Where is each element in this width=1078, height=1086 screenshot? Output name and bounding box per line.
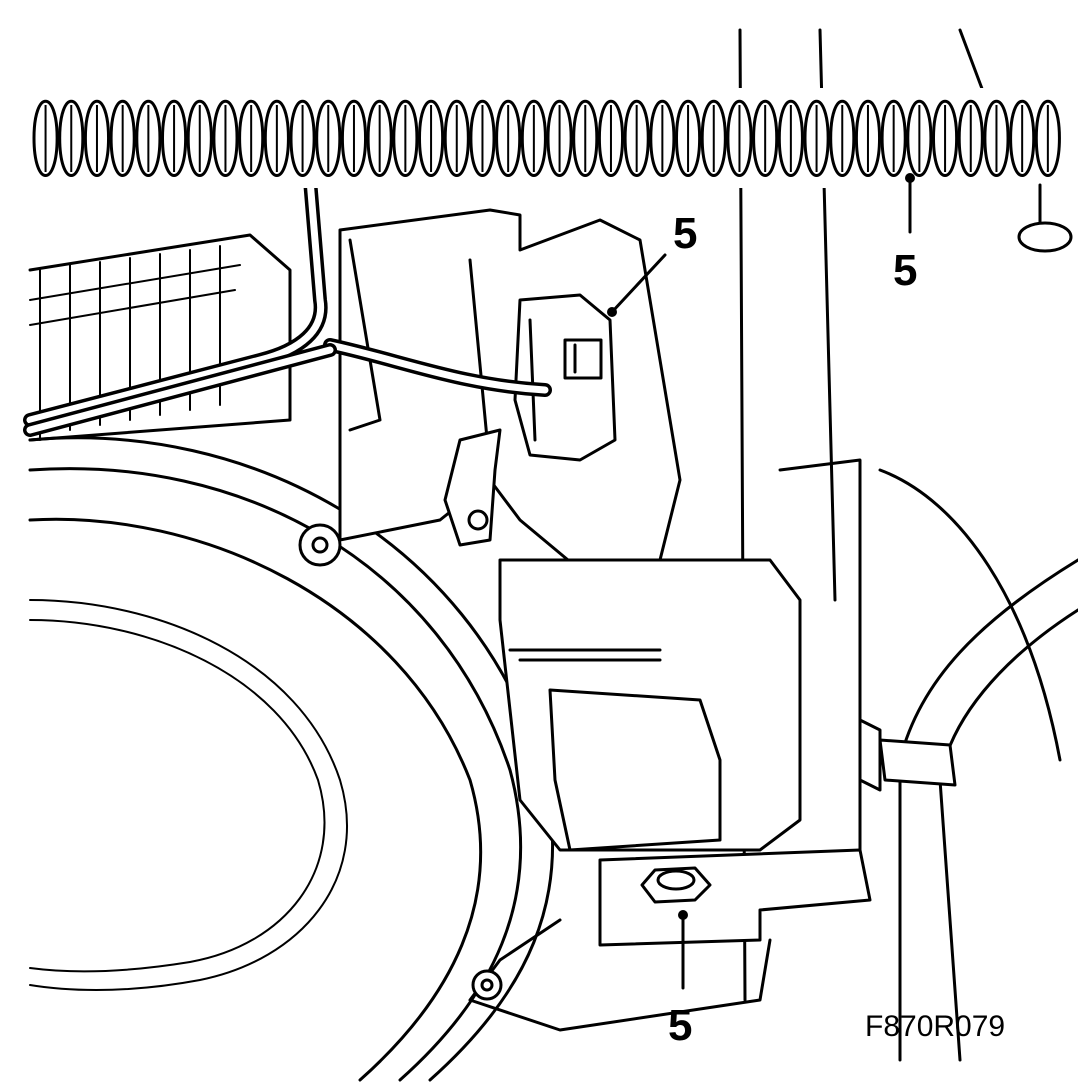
callout-leaders — [607, 173, 915, 990]
callout-label-connector: 5 — [673, 209, 697, 258]
electrical-connector — [513, 293, 617, 462]
figure-reference-code: F870R079 — [865, 1010, 1005, 1043]
wiring-harness — [23, 173, 552, 437]
hose-clip — [1017, 183, 1073, 253]
callout-label-nut: 5 — [668, 1001, 692, 1050]
callout-label-hose-clip: 5 — [893, 246, 917, 295]
corrugated-hose — [28, 88, 1061, 188]
control-unit-housing — [498, 458, 862, 912]
hex-nut — [640, 866, 712, 904]
side-hose — [858, 468, 1078, 1062]
lever-linkage — [443, 428, 502, 547]
